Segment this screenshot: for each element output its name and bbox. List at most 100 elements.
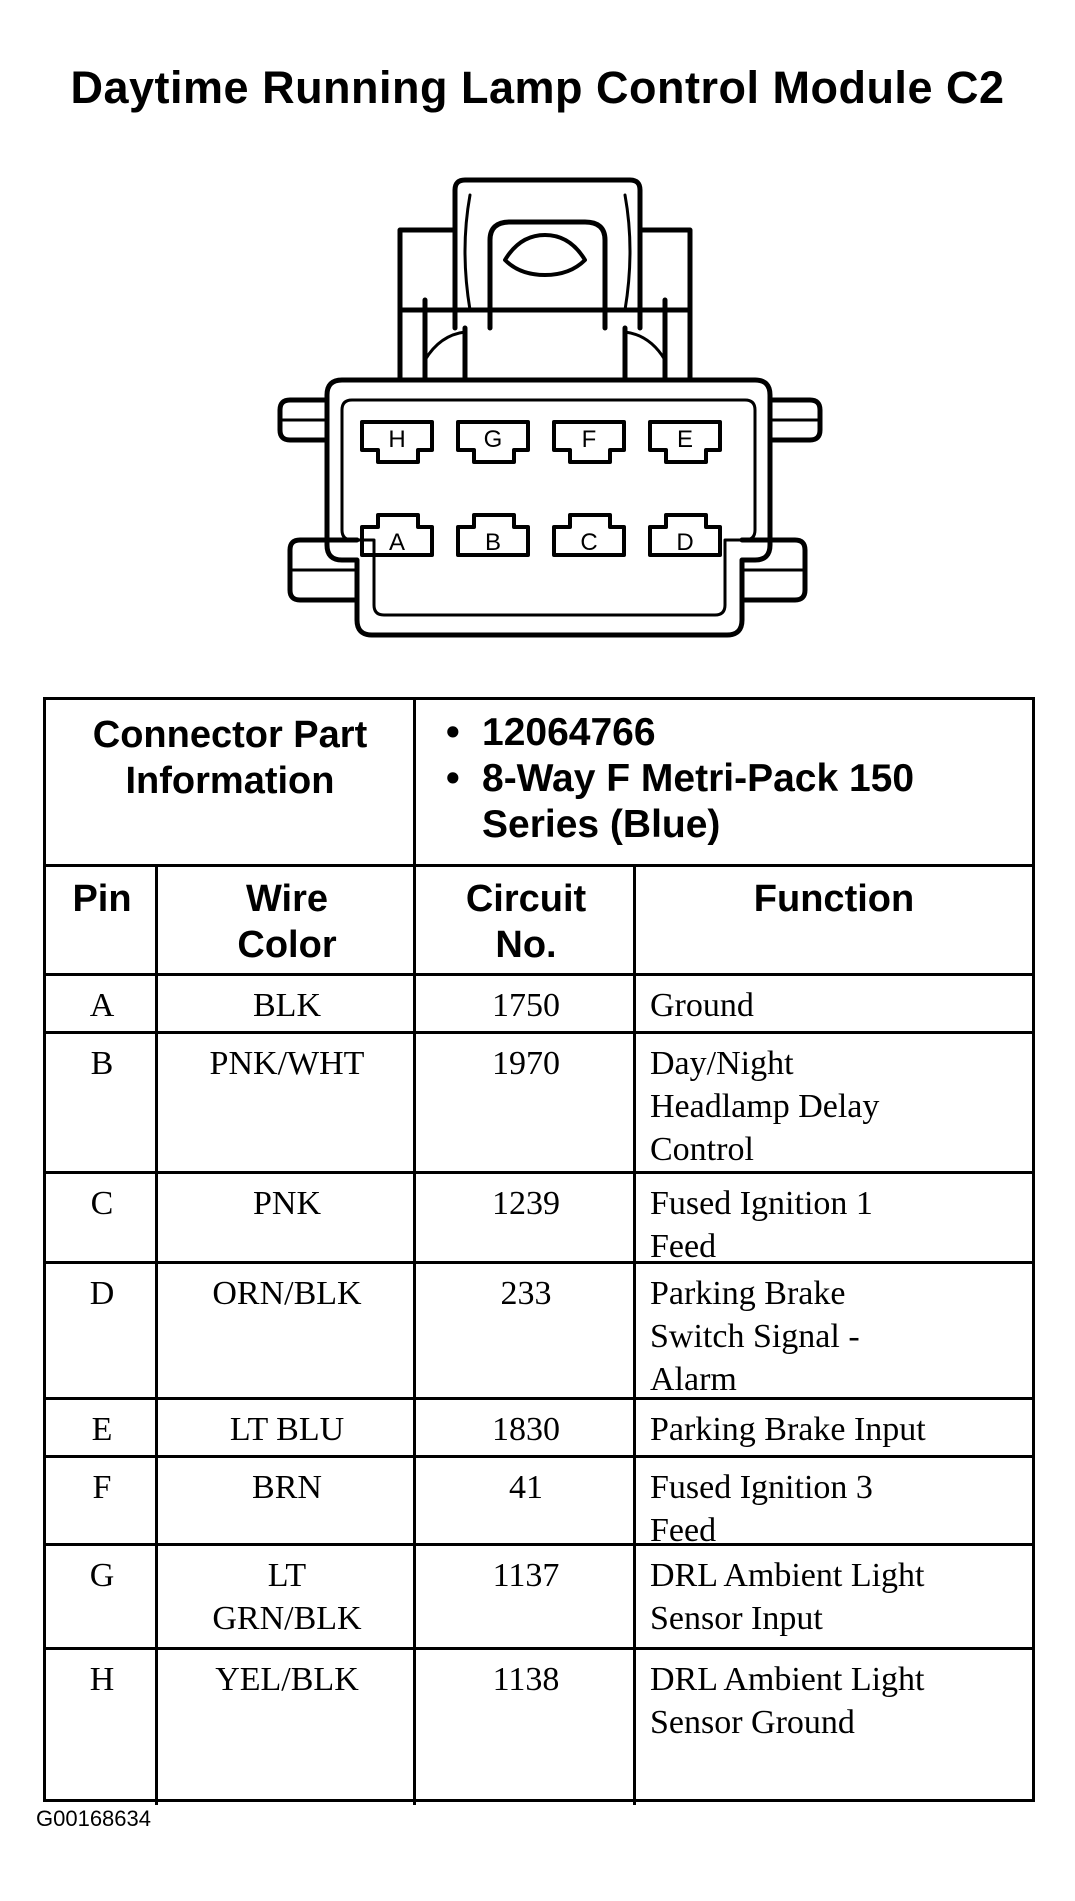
- pin-label-d: D: [676, 529, 693, 556]
- cell-wire-color: LT GRN/BLK: [158, 1546, 416, 1650]
- cell-wire-color: ORN/BLK: [158, 1264, 416, 1400]
- header-wire-line1: Wire: [245, 878, 328, 920]
- function-value: Alarm: [650, 1361, 737, 1398]
- row-divider: [46, 1543, 1032, 1546]
- cell-circuit-no: 41: [416, 1458, 636, 1546]
- wire-color-value: GRN/BLK: [212, 1600, 362, 1637]
- function-value: DRL Ambient Light: [650, 1661, 925, 1698]
- wire-color-value: LT: [267, 1557, 307, 1594]
- function-value: Fused Ignition 1: [650, 1185, 873, 1222]
- circuit-value: 1970: [492, 1045, 560, 1082]
- part-number: 12064766: [482, 711, 656, 754]
- header-circuit-no: Circuit No.: [416, 868, 636, 973]
- function-value: Feed: [650, 1228, 717, 1265]
- cell-function: Parking Brake Input: [636, 1400, 1032, 1458]
- function-value: Switch Signal -: [650, 1318, 860, 1355]
- pin-value: D: [89, 1275, 115, 1312]
- function-value: Ground: [650, 987, 754, 1024]
- circuit-value: 41: [509, 1469, 543, 1506]
- cell-circuit-no: 1138: [416, 1650, 636, 1802]
- cell-wire-color: PNK/WHT: [158, 1034, 416, 1174]
- divider: [155, 864, 158, 1805]
- pin-label-f: F: [582, 426, 597, 453]
- wire-color-value: ORN/BLK: [212, 1275, 362, 1312]
- cell-pin: B: [46, 1034, 158, 1174]
- header-circuit-line1: Circuit: [465, 878, 587, 920]
- divider: [413, 700, 416, 1805]
- divider: [46, 864, 1032, 867]
- header-function: Function: [636, 868, 1032, 973]
- row-divider: [46, 1397, 1032, 1400]
- row-divider: [46, 1171, 1032, 1174]
- bullet-icon: •: [446, 757, 460, 800]
- cell-circuit-no: 1970: [416, 1034, 636, 1174]
- wire-color-value: BLK: [253, 987, 321, 1024]
- circuit-value: 233: [500, 1275, 552, 1312]
- pin-label-b: B: [485, 529, 501, 556]
- cell-pin: H: [46, 1650, 158, 1802]
- cell-wire-color: YEL/BLK: [158, 1650, 416, 1802]
- cell-function: Ground: [636, 976, 1032, 1034]
- wire-color-value: PNK: [252, 1185, 322, 1222]
- connector-info-label-line1: Connector Part: [92, 714, 368, 756]
- header-wire-line2: Color: [237, 924, 337, 966]
- wire-color-value: LT BLU: [229, 1411, 345, 1448]
- row-divider: [46, 1455, 1032, 1458]
- circuit-value: 1137: [492, 1557, 560, 1594]
- cell-pin: C: [46, 1174, 158, 1264]
- description-line2: Series (Blue): [482, 803, 721, 846]
- pin-value: G: [89, 1557, 115, 1594]
- function-value: Fused Ignition 3: [650, 1469, 873, 1506]
- cell-pin: G: [46, 1546, 158, 1650]
- cell-circuit-no: 1239: [416, 1174, 636, 1264]
- pin-label-a: A: [389, 529, 405, 556]
- pin-label-h: H: [388, 426, 405, 453]
- bullet-icon: •: [446, 711, 460, 754]
- pin-label-c: C: [580, 529, 597, 556]
- function-value: Control: [650, 1131, 754, 1168]
- connector-info-label: Connector Part Information: [46, 700, 414, 864]
- function-value: Parking Brake: [650, 1275, 846, 1312]
- function-value: Parking Brake Input: [650, 1411, 926, 1448]
- pin-value: C: [90, 1185, 114, 1222]
- cell-circuit-no: 1830: [416, 1400, 636, 1458]
- function-value: DRL Ambient Light: [650, 1557, 925, 1594]
- circuit-value: 1239: [492, 1185, 560, 1222]
- header-pin-label: Pin: [72, 878, 132, 920]
- divider: [633, 864, 636, 1805]
- header-circuit-line2: No.: [495, 924, 557, 966]
- function-value: Feed: [650, 1512, 717, 1549]
- description-line: • 8-Way F Metri-Pack 150: [422, 756, 1032, 802]
- row-divider: [46, 1261, 1032, 1264]
- circuit-value: 1830: [492, 1411, 560, 1448]
- pin-value: A: [89, 987, 115, 1024]
- connector-info-value: • 12064766 • 8-Way F Metri-Pack 150 Seri…: [422, 700, 1032, 864]
- pin-value: F: [92, 1469, 112, 1506]
- cell-wire-color: BRN: [158, 1458, 416, 1546]
- wire-color-value: YEL/BLK: [215, 1661, 359, 1698]
- pin-value: B: [90, 1045, 114, 1082]
- circuit-value: 1138: [492, 1661, 560, 1698]
- connector-info-label-line2: Information: [125, 760, 335, 802]
- wire-color-value: BRN: [252, 1469, 322, 1506]
- cell-pin: D: [46, 1264, 158, 1400]
- cell-circuit-no: 1750: [416, 976, 636, 1034]
- connector-diagram: H G F E A B C D: [277, 177, 823, 638]
- cell-circuit-no: 233: [416, 1264, 636, 1400]
- cell-function: Fused Ignition 1 Feed: [636, 1174, 1032, 1265]
- divider: [46, 973, 1032, 976]
- cell-wire-color: LT BLU: [158, 1400, 416, 1458]
- pin-label-e: E: [677, 426, 693, 453]
- pinout-table: Connector Part Information • 12064766 • …: [43, 697, 1035, 1805]
- cell-pin: E: [46, 1400, 158, 1458]
- header-wire-color: Wire Color: [158, 868, 416, 973]
- header-function-label: Function: [753, 878, 915, 920]
- pin-value: H: [89, 1661, 115, 1698]
- figure-code: G00168634: [36, 1806, 151, 1831]
- page-title: Daytime Running Lamp Control Module C2: [70, 62, 1005, 113]
- cell-function: Fused Ignition 3 Feed: [636, 1458, 1032, 1549]
- cell-wire-color: PNK: [158, 1174, 416, 1264]
